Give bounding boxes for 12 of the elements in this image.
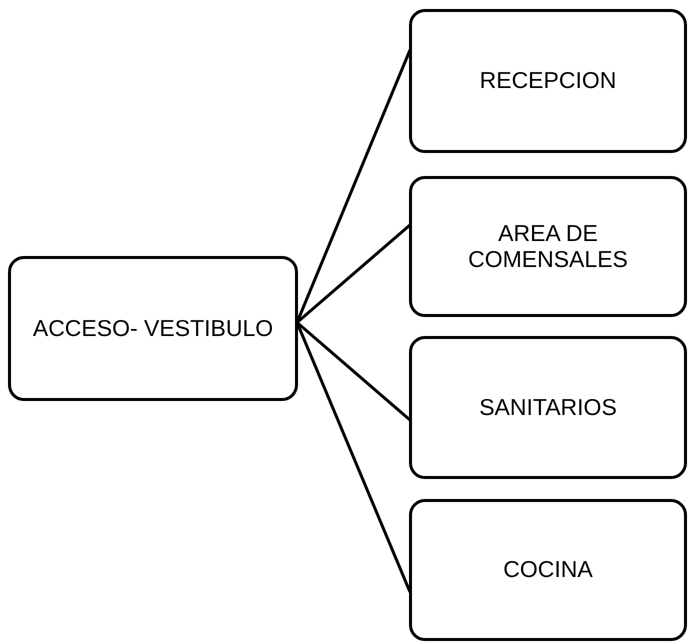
process-box	[409, 9, 687, 153]
connector-line	[296, 224, 411, 324]
process-box	[8, 256, 298, 401]
process-box	[409, 336, 687, 479]
box-label: RECEPCION	[478, 68, 618, 94]
box-label: COCINA	[502, 557, 594, 583]
box-label: ACCESO- VESTIBULO	[32, 316, 274, 342]
process-box	[409, 176, 687, 317]
process-box	[409, 499, 687, 641]
box-label: AREA DE COMENSALES	[467, 221, 629, 272]
connector-line	[296, 321, 411, 422]
box-label: SANITARIOS	[478, 394, 618, 420]
